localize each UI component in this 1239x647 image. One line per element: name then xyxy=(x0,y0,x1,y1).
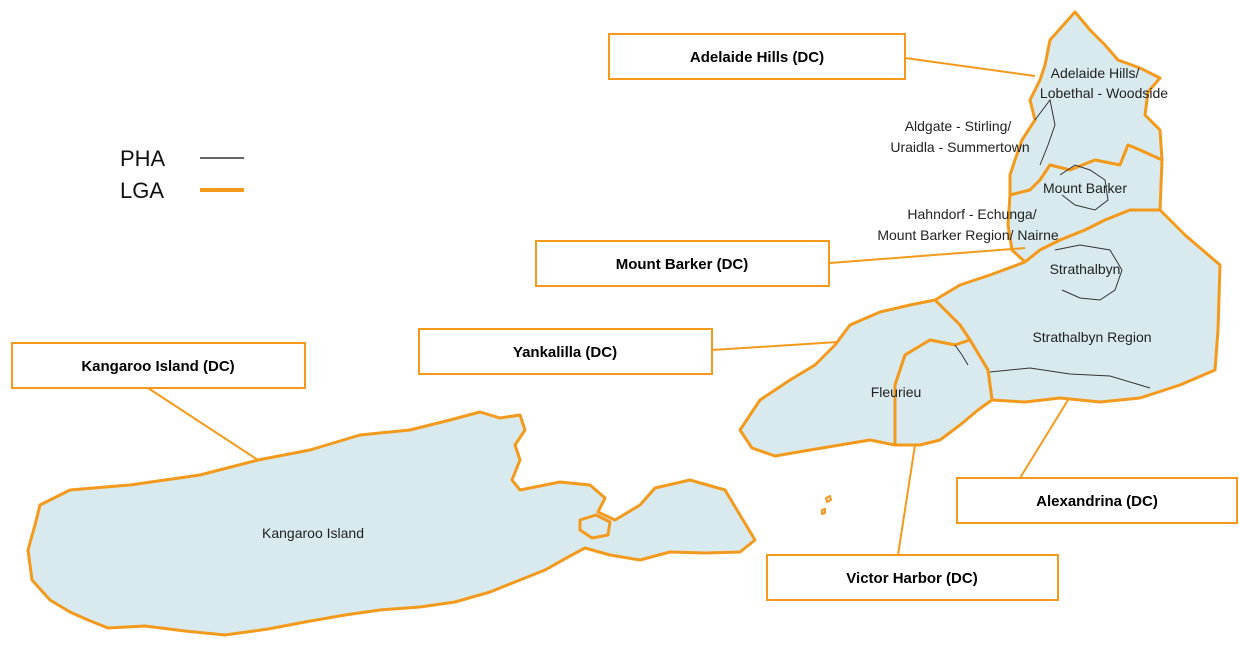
lga-label-kangaroo-island: Kangaroo Island (DC) xyxy=(11,342,306,389)
map-legend: PHA LGA xyxy=(120,146,244,203)
region-label-strathalbyn: Strathalbyn xyxy=(1050,261,1121,277)
pha-region-labels: Adelaide Hills/ Lobethal - Woodside Aldg… xyxy=(262,65,1168,541)
leader-mount-barker xyxy=(829,247,1026,264)
leader-adelaide-hills xyxy=(904,57,1036,77)
region-label-hahndorf-line2: Mount Barker Region/ Nairne xyxy=(877,227,1059,243)
lga-label-text: Kangaroo Island (DC) xyxy=(81,358,234,375)
region-label-strathalbyn-region: Strathalbyn Region xyxy=(1032,329,1151,345)
lga-label-mount-barker: Mount Barker (DC) xyxy=(535,240,830,287)
lga-label-yankalilla: Yankalilla (DC) xyxy=(418,328,713,375)
region-label-fleurieu: Fleurieu xyxy=(871,384,922,400)
islet xyxy=(825,495,832,503)
lga-label-text: Alexandrina (DC) xyxy=(1036,493,1158,510)
pha-boundary-mount-barker xyxy=(1059,164,1109,211)
islet xyxy=(821,508,826,515)
lga-label-alexandrina: Alexandrina (DC) xyxy=(956,477,1238,524)
leader-alexandrina xyxy=(1019,399,1069,479)
pha-boundary-strathalbyn-region xyxy=(989,367,1151,389)
lga-label-text: Victor Harbor (DC) xyxy=(846,570,977,587)
lga-label-victor-harbor: Victor Harbor (DC) xyxy=(766,554,1059,601)
leader-yankalilla xyxy=(711,341,839,351)
kangaroo-island-landmass xyxy=(26,410,757,637)
leader-kangaroo-island xyxy=(147,387,259,461)
region-label-mount-barker: Mount Barker xyxy=(1043,180,1127,196)
legend-lga-label: LGA xyxy=(120,178,164,203)
pha-boundary-aldgate xyxy=(1034,98,1056,166)
region-label-adelaide-hills-line1: Adelaide Hills/ xyxy=(1051,65,1140,81)
pha-boundaries xyxy=(954,98,1151,389)
region-label-aldgate-line1: Aldgate - Stirling/ xyxy=(905,118,1012,134)
leader-victor-harbor xyxy=(897,444,916,556)
pha-boundary-fleurieu xyxy=(954,344,969,366)
lga-label-text: Adelaide Hills (DC) xyxy=(690,49,824,66)
leader-lines xyxy=(147,57,1069,556)
lga-label-adelaide-hills: Adelaide Hills (DC) xyxy=(608,33,906,80)
legend-pha-label: PHA xyxy=(120,146,166,171)
region-label-adelaide-hills-line2: Lobethal - Woodside xyxy=(1040,85,1168,101)
region-label-kangaroo-island: Kangaroo Island xyxy=(262,525,364,541)
lga-label-text: Yankalilla (DC) xyxy=(513,344,617,361)
pha-boundary-strathalbyn xyxy=(1054,244,1123,301)
kangaroo-island-lagoon xyxy=(578,513,612,540)
lga-label-text: Mount Barker (DC) xyxy=(616,256,749,273)
region-label-aldgate-line2: Uraidla - Summertown xyxy=(890,139,1029,155)
region-label-hahndorf-line1: Hahndorf - Echunga/ xyxy=(907,206,1036,222)
